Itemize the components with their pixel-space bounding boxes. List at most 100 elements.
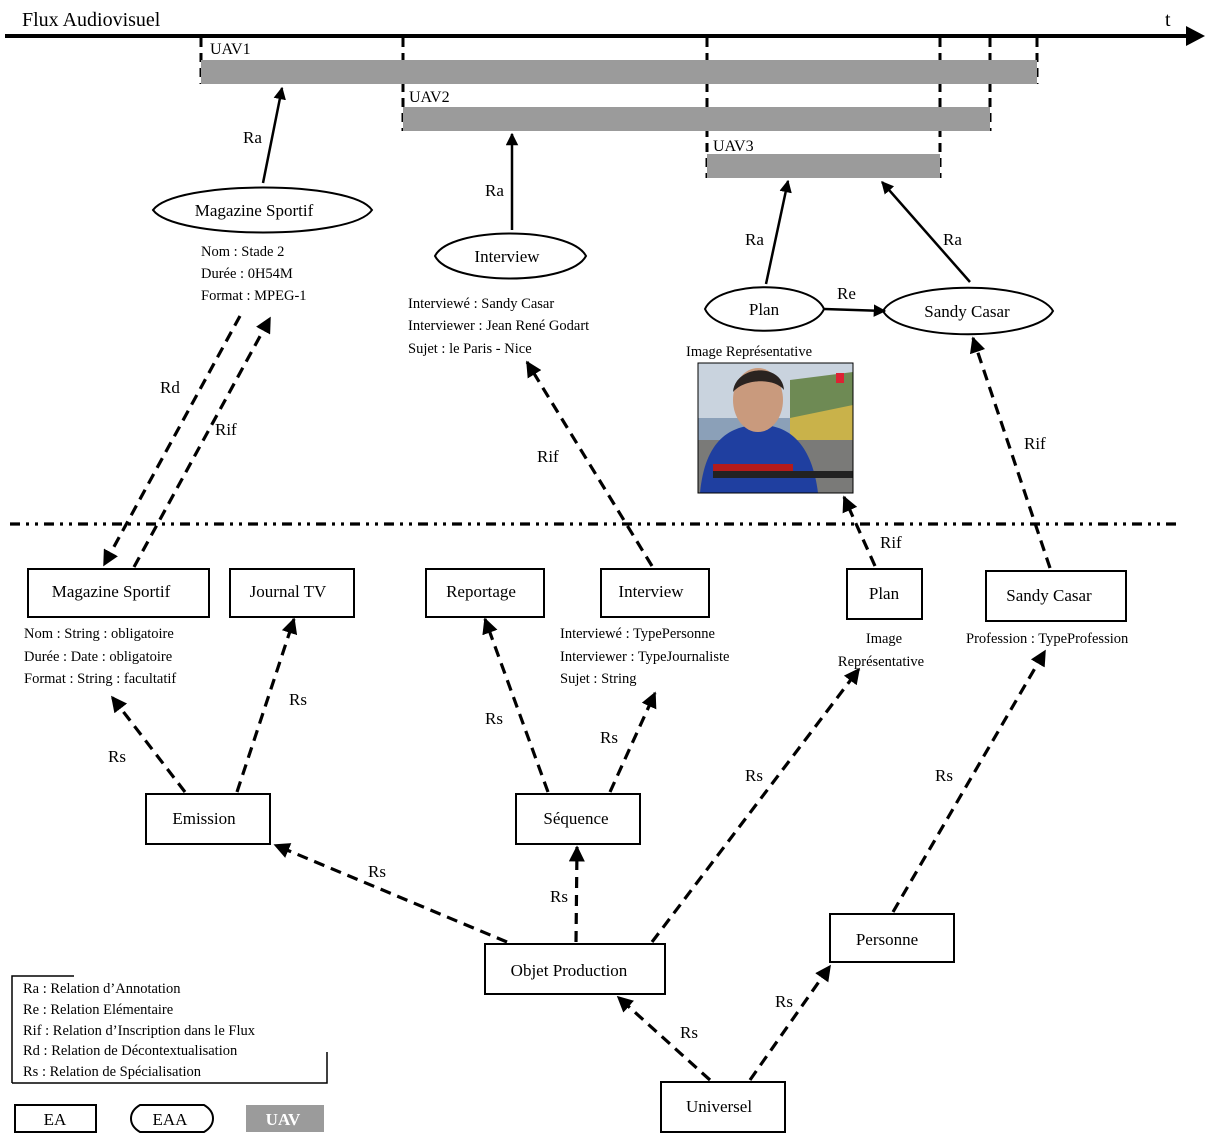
schema-magazine-attr-duree: Durée : Date : obligatoire [24,649,172,665]
annotation-magazine-attr-format: Format : MPEG-1 [201,288,307,304]
uav3-bar [707,154,940,178]
rif-label-plan: Rif [880,533,902,552]
schema-emission-label: Emission [172,809,236,828]
schema-interview: Interview Interviewé : TypePersonne Inte… [560,568,729,687]
annotation-plan-label: Plan [749,300,780,319]
schema-plan: Plan Image Représentative [838,568,924,670]
rif-arrow-plan [842,495,877,567]
schema-objet-label: Objet Production [511,961,628,980]
annotation-interview-attr-sujet: Sujet : le Paris - Nice [408,341,532,357]
schema-journal-tv: Journal TV [229,568,355,618]
rs-arrow-emission-journal [235,617,298,793]
annotation-interview: Interview Interviewé : Sandy Casar Inter… [408,232,589,357]
rs-arrow-objet-plan [650,667,861,943]
rs-label-objet-plan: Rs [745,766,763,785]
schema-plan-attr-representative: Représentative [838,654,924,670]
timeline: Flux Audiovisuel t [5,9,1205,46]
representative-image [697,362,854,494]
rs-label-objet-sequence: Rs [550,887,568,906]
rd-arrow [102,315,242,567]
uav1-bar [201,60,1037,84]
rs-arrow-personne-sandy [891,649,1047,913]
uav2-label: UAV2 [409,89,450,106]
legend-item-rs: Rs : Relation de Spécialisation [23,1064,202,1080]
rs-arrow-emission-magazine [110,695,187,793]
ra-label-interview: Ra [485,181,504,200]
ra-arrow-sandy [881,181,971,283]
annotation-interview-label: Interview [474,247,540,266]
schema-sandy-label: Sandy Casar [1006,586,1092,605]
legend-shape-ea [14,1104,97,1133]
ra-label-magazine: Ra [243,128,262,147]
annotation-sandy-casar: Sandy Casar [881,286,1055,336]
legend-shape-uav-label: UAV [266,1110,301,1129]
rs-arrow-objet-sequence [568,845,585,943]
rs-label-sequence-interview: Rs [600,728,618,747]
schema-magazine-attr-nom: Nom : String : obligatoire [24,626,174,642]
rif-label-sandy: Rif [1024,434,1046,453]
re-label: Re [837,284,856,303]
schema-interview-attr-interviewer: Interviewer : TypeJournaliste [560,649,729,665]
legend-item-ra: Ra : Relation d’Annotation [23,981,181,997]
annotation-magazine-attr-nom: Nom : Stade 2 [201,244,284,260]
schema-objet-production: Objet Production [484,943,666,995]
annotation-magazine-label: Magazine Sportif [195,201,314,220]
legend-shape-eaa-label: EAA [153,1110,189,1129]
schema-universel: Universel [660,1081,786,1133]
legend-shape-eaa [130,1104,214,1133]
schema-personne: Personne [829,913,955,963]
legend-item-rd: Rd : Relation de Décontextualisation [23,1043,238,1059]
annotation-sandy-label: Sandy Casar [924,302,1010,321]
rs-label-universel-objet: Rs [680,1023,698,1042]
annotation-interview-attr-interviewe: Interviewé : Sandy Casar [408,296,554,312]
rif-label-interview: Rif [537,447,559,466]
image-caption: Image Représentative [686,344,812,360]
rs-arrow-sequence-reportage [482,617,550,793]
legend: Ra : Relation d’Annotation Re : Relation… [11,975,328,1133]
rs-arrow-objet-emission [273,843,508,944]
uav3-label: UAV3 [713,138,754,155]
schema-magazine-attr-format: Format : String : facultatif [24,671,176,687]
legend-item-rif: Rif : Relation d’Inscription dans le Flu… [23,1023,256,1039]
annotation-interview-attr-interviewer: Interviewer : Jean René Godart [408,318,589,334]
rif-arrow-interview [525,360,654,567]
time-axis-arrowhead [1186,26,1205,46]
rif-label-magazine: Rif [215,420,237,439]
legend-item-re: Re : Relation Elémentaire [23,1002,173,1018]
annotation-magazine-sportif: Magazine Sportif Nom : Stade 2 Durée : 0… [151,186,374,304]
schema-interview-attr-interviewe: Interviewé : TypePersonne [560,626,715,642]
rd-label: Rd [160,378,180,397]
schema-magazine-sportif: Magazine Sportif Nom : String : obligato… [24,568,210,687]
time-label: t [1165,9,1171,31]
rs-label-personne-sandy: Rs [935,766,953,785]
ra-arrow-magazine [261,86,286,184]
schema-plan-label: Plan [869,584,900,603]
flux-title: Flux Audiovisuel [22,9,161,31]
ra-label-plan: Ra [745,230,764,249]
rs-arrow-sequence-interview [608,691,657,793]
schema-magazine-label: Magazine Sportif [52,582,171,601]
schema-sandy-attr-profession: Profession : TypeProfession [966,631,1129,647]
schema-journal-label: Journal TV [250,582,327,601]
annotation-magazine-attr-duree: Durée : 0H54M [201,266,293,282]
schema-plan-attr-image: Image [866,631,902,647]
uav2-bar [403,107,990,131]
uav1-label: UAV1 [210,41,251,58]
rs-arrow-universel-personne [748,964,832,1081]
rs-label-objet-emission: Rs [368,862,386,881]
schema-reportage-label: Reportage [446,582,516,601]
annotation-plan: Plan [703,286,826,332]
schema-reportage: Reportage [425,568,545,618]
schema-sequence-label: Séquence [543,809,608,828]
rif-arrow-magazine [132,316,272,568]
schema-interview-label: Interview [618,582,684,601]
rs-label-emission-journal: Rs [289,690,307,709]
rs-label-emission-magazine: Rs [108,747,126,766]
rs-label-sequence-reportage: Rs [485,709,503,728]
re-arrow [823,304,887,317]
schema-sandy-casar: Sandy Casar Profession : TypeProfession [966,570,1129,647]
schema-sequence: Séquence [515,793,641,845]
uav-bars: UAV1 UAV2 UAV3 [201,41,1037,178]
ra-arrow-plan [764,179,792,285]
